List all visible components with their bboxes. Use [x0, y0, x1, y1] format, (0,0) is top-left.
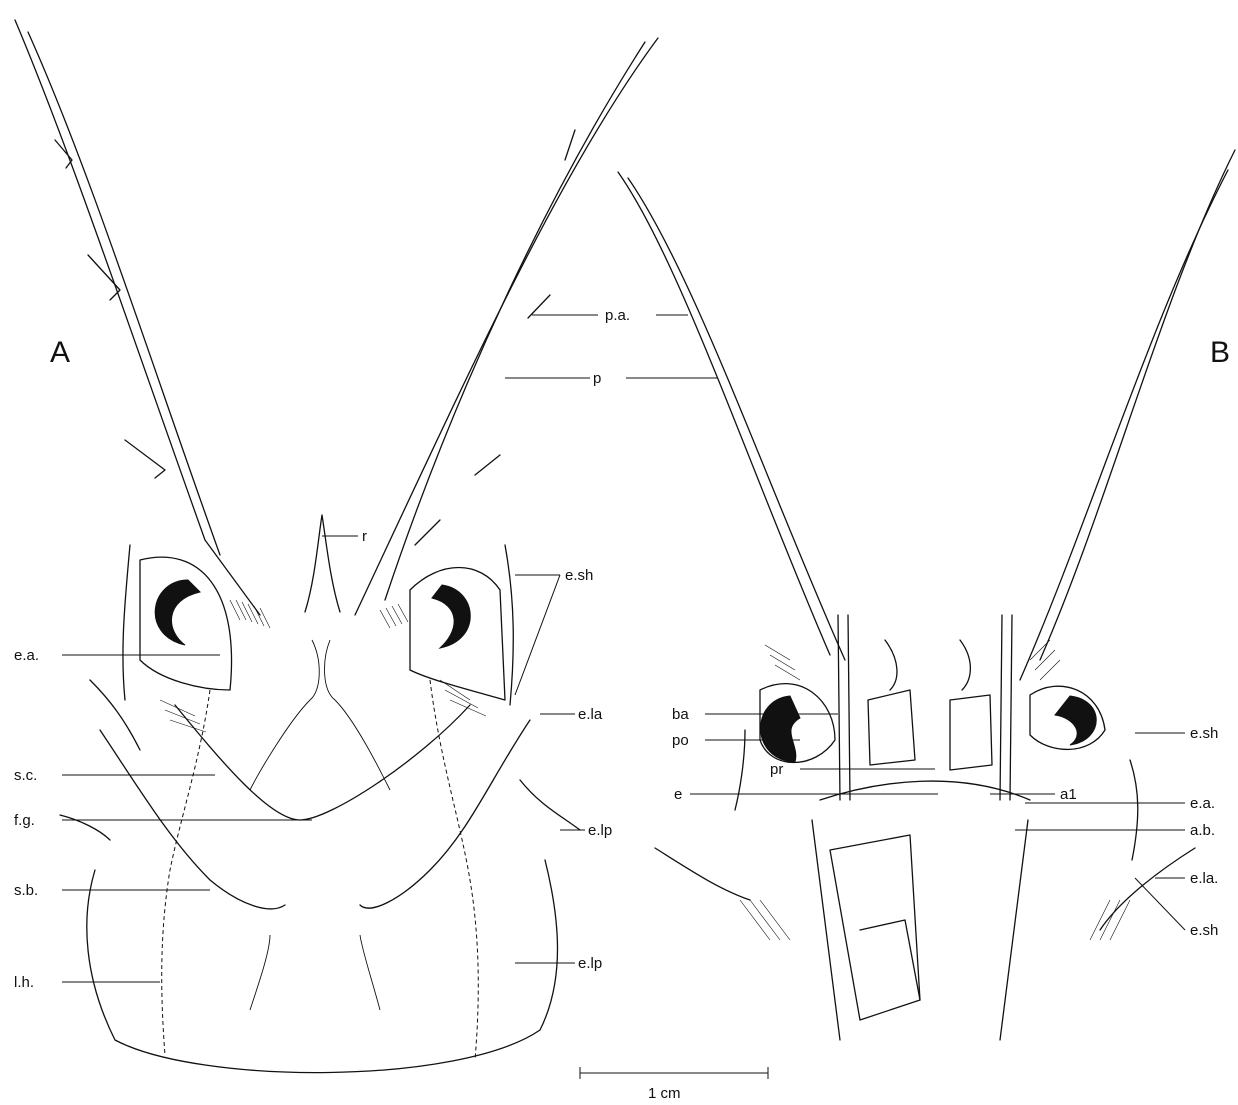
scale-bar-label: 1 cm — [648, 1085, 681, 1102]
panel-b-letter: B — [1210, 336, 1230, 369]
label-a-ea: e.a. — [14, 647, 39, 664]
label-b-e: e — [674, 786, 682, 803]
label-a-fg: f.g. — [14, 812, 35, 829]
panel-a-letter: A — [50, 336, 70, 369]
label-a-sb: s.b. — [14, 882, 38, 899]
panel-a-drawing — [15, 20, 658, 1073]
label-b-po: po — [672, 732, 689, 749]
label-b-ba: ba — [672, 706, 689, 723]
label-b-a1: a1 — [1060, 786, 1077, 803]
leader-lines — [62, 315, 1185, 982]
label-a-pa: p.a. — [605, 307, 630, 324]
label-b-esh-lower: e.sh — [1190, 922, 1218, 939]
label-b-pr: pr — [770, 761, 783, 778]
label-a-elp-upper: e.lp — [588, 822, 612, 839]
label-a-elp-lower: e.lp — [578, 955, 602, 972]
label-a-r: r — [362, 528, 367, 545]
label-a-lh: l.h. — [14, 974, 34, 991]
panel-b-drawing — [618, 150, 1235, 1040]
label-a-esh: e.sh — [565, 567, 593, 584]
label-b-esh-upper: e.sh — [1190, 725, 1218, 742]
label-a-sc: s.c. — [14, 767, 37, 784]
label-b-ab: a.b. — [1190, 822, 1215, 839]
scale-bar: 1 cm — [580, 1067, 768, 1102]
label-a-ela: e.la — [578, 706, 603, 723]
label-b-ea: e.a. — [1190, 795, 1215, 812]
label-a-p: p — [593, 370, 601, 387]
label-b-ela: e.la. — [1190, 870, 1218, 887]
